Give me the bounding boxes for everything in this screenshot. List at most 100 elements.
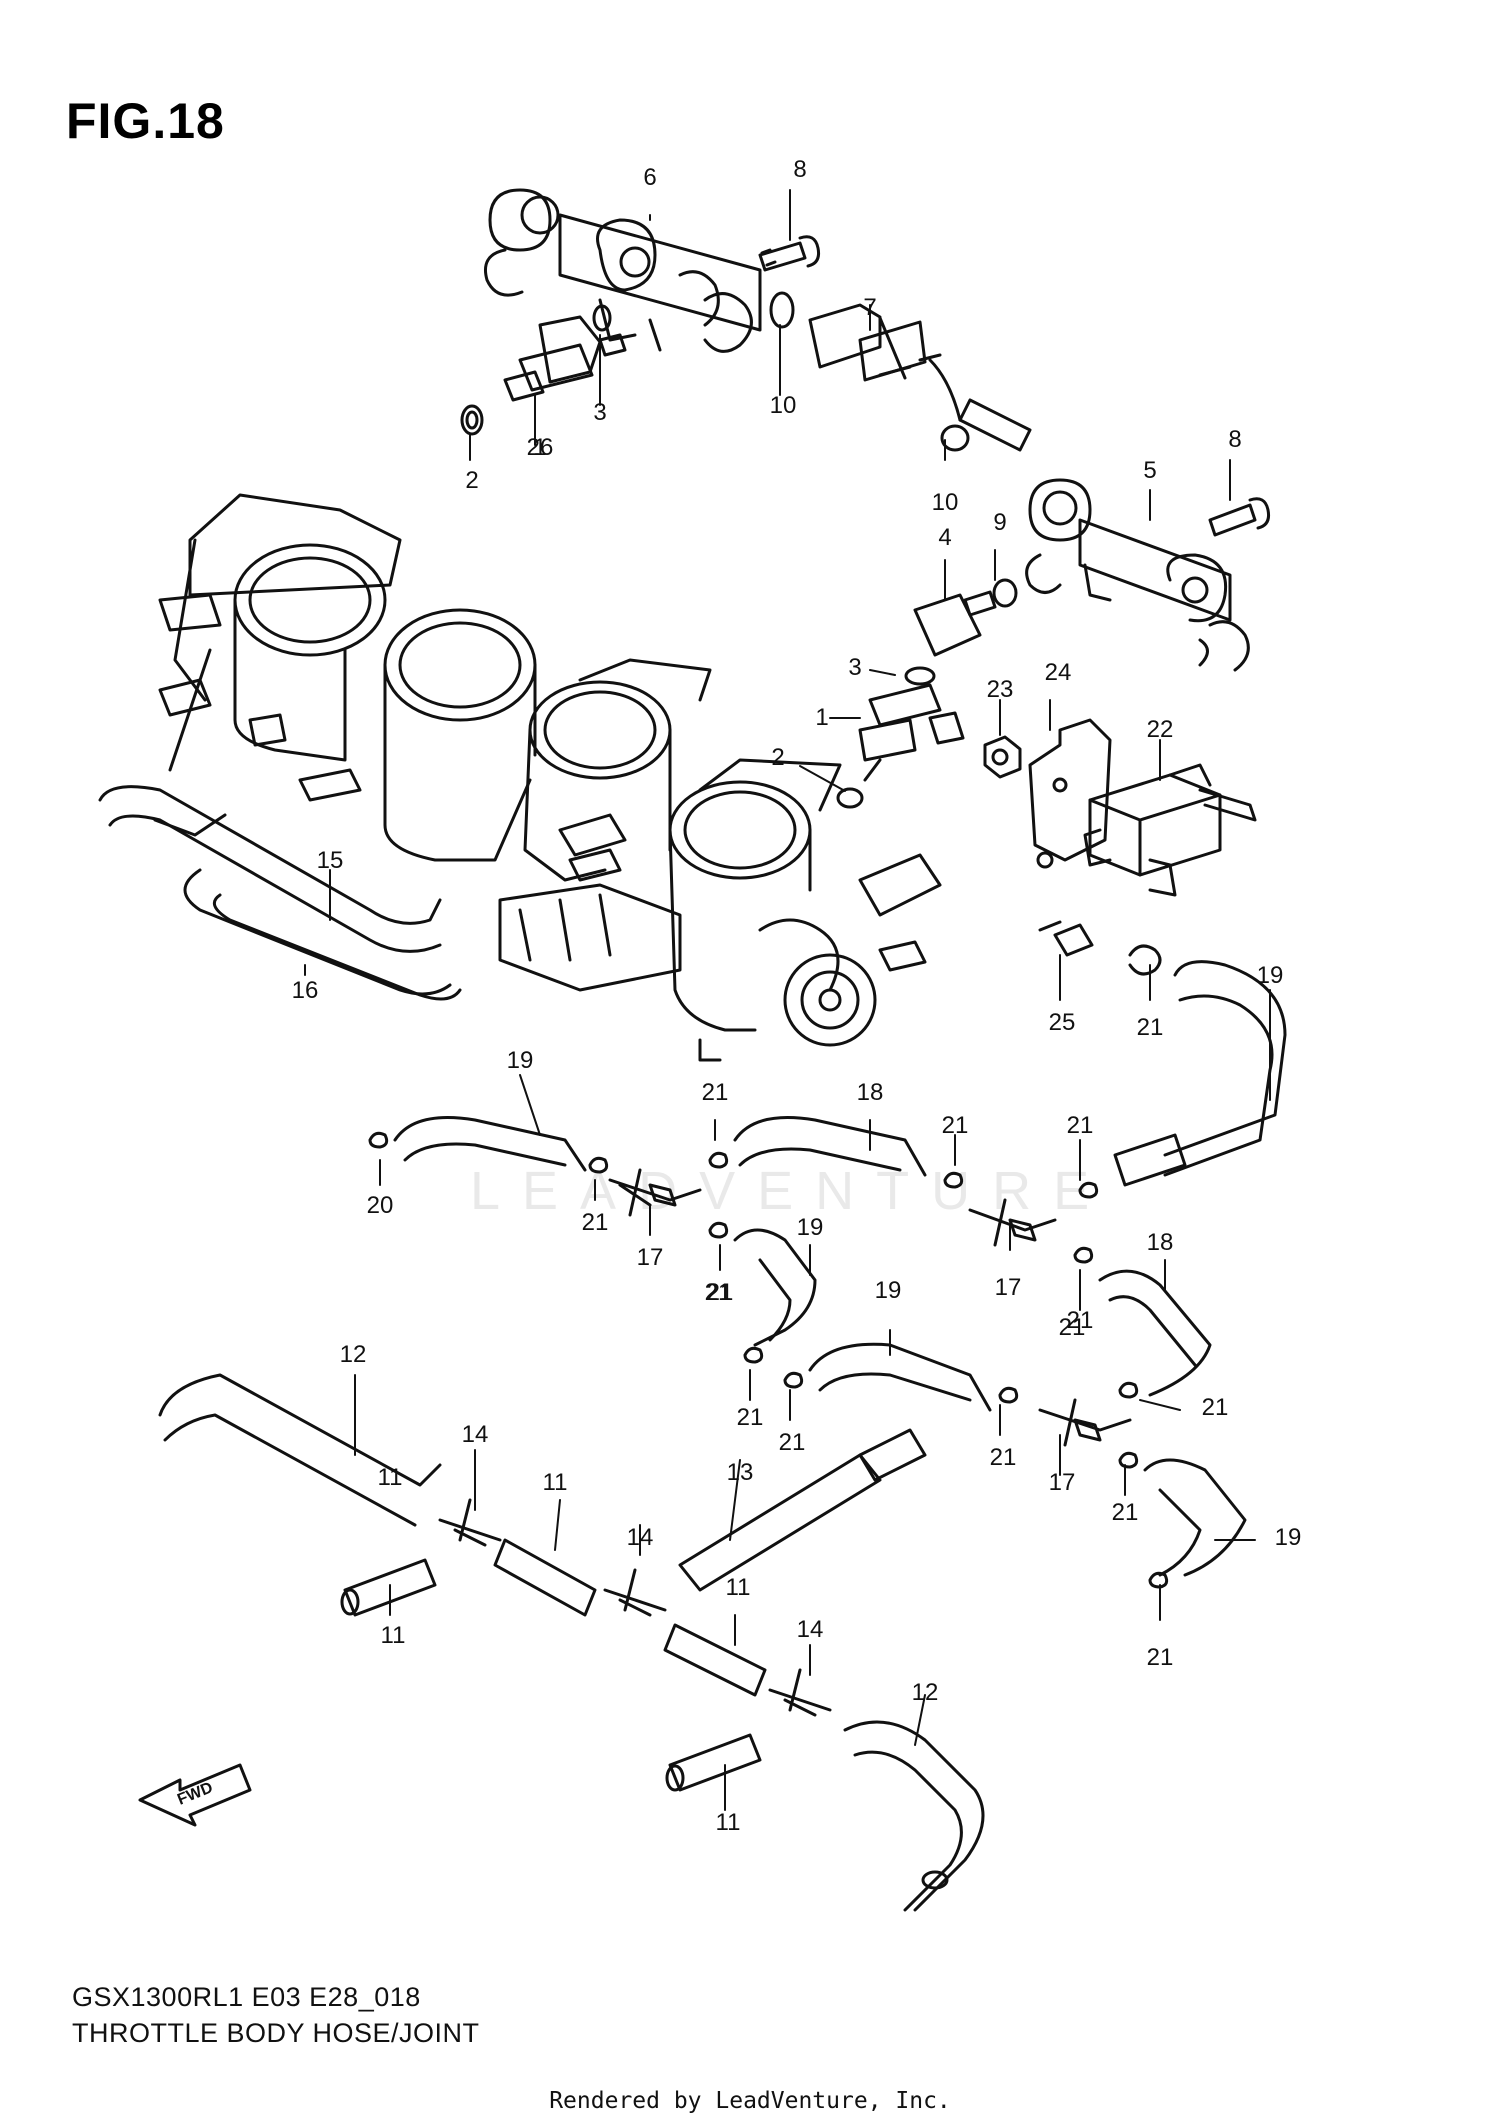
callout-21: 21 <box>1112 1499 1139 1526</box>
bolt-8-lower <box>1208 497 1270 537</box>
callout-11: 11 <box>381 1622 406 1649</box>
callout-8: 8 <box>1228 426 1241 453</box>
clamp-22 <box>1128 944 1162 976</box>
hose-11-bottom <box>665 1733 762 1792</box>
joint-17-right <box>968 1198 1057 1247</box>
callout-21: 21 <box>1059 1314 1086 1341</box>
callout-2: 2 <box>771 744 784 771</box>
fuel-rail-upper <box>484 188 762 353</box>
callout-12: 12 <box>912 1679 939 1706</box>
callout-23: 23 <box>987 676 1014 703</box>
callout-26: 26 <box>527 434 554 461</box>
callout-18: 18 <box>857 1079 884 1106</box>
callout-19: 19 <box>507 1047 534 1074</box>
seal-2-lower <box>836 787 864 809</box>
callout-9: 9 <box>993 509 1006 536</box>
callout-14: 14 <box>797 1616 824 1643</box>
hose-13 <box>678 1428 927 1592</box>
hose-11-mid-left <box>493 1538 597 1617</box>
o-ring-9 <box>992 578 1018 608</box>
o-ring-10-upper <box>769 291 795 329</box>
callout-21: 21 <box>737 1404 764 1431</box>
solenoid-valve-23 <box>1083 763 1257 897</box>
callout-19: 19 <box>1257 962 1284 989</box>
joint-17-left <box>608 1168 702 1217</box>
joint-14-right <box>768 1668 832 1717</box>
callout-21: 21 <box>1202 1394 1229 1421</box>
injector-1-lower <box>858 683 965 782</box>
injector-cap-4 <box>913 590 997 657</box>
callout-19: 19 <box>875 1277 902 1304</box>
fuel-rail-lower <box>1025 478 1250 672</box>
hose-12-lower <box>843 1720 985 1912</box>
bolt-8-upper <box>758 235 820 272</box>
hose-16 <box>183 868 462 1001</box>
leader-lines <box>304 189 1271 1811</box>
callout-3: 3 <box>593 399 606 426</box>
watermark: LEADVENTURE <box>470 1161 1112 1221</box>
nut-24 <box>983 735 1022 779</box>
callout-12: 12 <box>340 1341 367 1368</box>
callout-21: 21 <box>1147 1644 1174 1671</box>
callout-21: 21 <box>942 1112 969 1139</box>
callout-17: 17 <box>1049 1469 1076 1496</box>
callout-11: 11 <box>726 1574 751 1601</box>
callout-11: 11 <box>378 1464 403 1491</box>
callout-19: 19 <box>797 1214 824 1241</box>
callout-8: 8 <box>793 156 806 183</box>
callout-14: 14 <box>627 1524 654 1551</box>
callout-21: 21 <box>582 1209 609 1236</box>
hose-19-lower <box>808 1342 992 1412</box>
callout-3: 3 <box>848 654 861 681</box>
callout-15: 15 <box>317 847 344 874</box>
callout-13: 13 <box>727 1459 754 1486</box>
callout-1: 1 <box>815 704 828 731</box>
callout-21: 21 <box>779 1429 806 1456</box>
callout-16: 16 <box>292 977 319 1004</box>
callout-21: 21 <box>705 1279 732 1306</box>
callout-19: 19 <box>1275 1524 1302 1551</box>
hose-18-lower <box>1098 1269 1212 1397</box>
callout-21: 21 <box>707 1279 734 1306</box>
callout-10: 10 <box>770 392 797 419</box>
throttle-body-assembly <box>158 493 942 1062</box>
callout-21: 21 <box>1137 1014 1164 1041</box>
fuel-joint-7 <box>808 303 1032 452</box>
o-ring-10-lower <box>940 424 970 452</box>
callout-2: 2 <box>465 467 478 494</box>
callout-14: 14 <box>462 1421 489 1448</box>
hose-19-top-left <box>393 1116 587 1172</box>
callout-21: 21 <box>1067 1112 1094 1139</box>
callout-24: 24 <box>1045 659 1072 686</box>
callout-21: 21 <box>990 1444 1017 1471</box>
callout-22: 22 <box>1147 716 1174 743</box>
hose-12-upper <box>158 1373 442 1527</box>
hose-20 <box>1113 960 1287 1187</box>
injector-1-upper <box>460 304 627 436</box>
bolt-26 <box>1038 920 1094 957</box>
callout-21: 21 <box>1067 1307 1094 1334</box>
render-credit: Rendered by LeadVenture, Inc. <box>549 2088 951 2114</box>
forward-direction-arrow: FWD <box>138 1763 252 1827</box>
hose-11-left <box>340 1558 437 1617</box>
bracket-25 <box>1028 718 1112 869</box>
hose-18-top <box>733 1116 927 1177</box>
joint-17-lower <box>1038 1398 1132 1447</box>
callout-20: 20 <box>367 1192 394 1219</box>
callout-1: 1 <box>533 434 546 461</box>
callout-7: 7 <box>863 294 876 321</box>
callout-11: 11 <box>543 1469 568 1496</box>
hose-19-middle <box>733 1228 817 1347</box>
clamps-21 <box>368 1131 1169 1589</box>
callout-21: 21 <box>702 1079 729 1106</box>
callout-17: 17 <box>637 1244 664 1271</box>
hose-19-right <box>1143 1458 1247 1577</box>
callout-11: 11 <box>716 1809 741 1836</box>
figure-label: FIG.18 <box>66 93 225 149</box>
joint-14-left <box>438 1498 502 1547</box>
hose-11-mid <box>663 1623 767 1697</box>
o-ring-3-lower <box>904 666 936 686</box>
